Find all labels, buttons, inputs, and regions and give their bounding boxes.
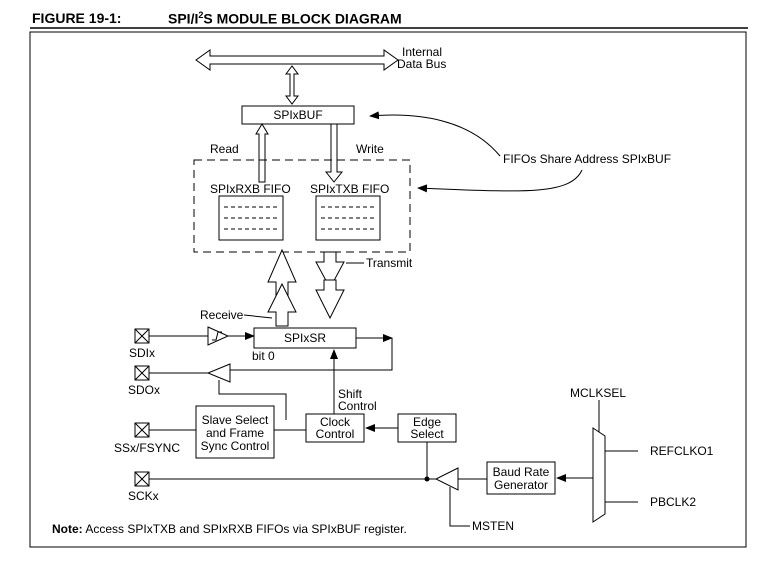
write-label: Write xyxy=(356,142,384,156)
share-arrow-top xyxy=(369,111,501,157)
spixbuf-block xyxy=(241,105,355,125)
write-arrow xyxy=(324,123,344,183)
figure-frame xyxy=(29,31,747,548)
slave-select-block xyxy=(195,405,275,459)
sdi-pin-icon xyxy=(134,328,150,344)
fifo-share-label: FIFOs Share Address SPIxBUF xyxy=(503,152,671,166)
refclko1-label: REFCLKO1 xyxy=(650,444,714,458)
clock-label-2: Control xyxy=(316,427,355,441)
slave-label-1: Slave Select xyxy=(202,413,269,427)
edge-label-1: Edge xyxy=(413,415,441,429)
edge-label-2: Select xyxy=(410,427,444,441)
sck-buffer-icon xyxy=(434,467,459,491)
rxb-fifo-block xyxy=(218,195,284,241)
figure-title: SPI/I2S MODULE BLOCK DIAGRAM xyxy=(168,10,402,27)
sck-junction xyxy=(424,476,430,482)
msten-wire xyxy=(449,487,470,527)
spixbuf-label: SPIxBUF xyxy=(273,108,322,122)
slave-label-2: and Frame xyxy=(206,426,264,440)
internal-data-bus xyxy=(195,49,399,71)
read-label: Read xyxy=(210,142,239,156)
sr-loop xyxy=(230,338,393,371)
shift-label-2: Control xyxy=(338,399,377,413)
sdo-pin-icon xyxy=(134,365,150,381)
sck-pin-icon xyxy=(134,471,150,487)
txb-fifo-block xyxy=(315,195,381,241)
spixsr-label: SPIxSR xyxy=(284,331,326,345)
receive-label: Receive xyxy=(200,308,244,322)
bit0-label: bit 0 xyxy=(252,349,275,363)
slave-label-3: Sync Control xyxy=(201,439,270,453)
receive-arrows xyxy=(267,248,297,327)
footnote: Note: Access SPIxTXB and SPIxRXB FIFOs v… xyxy=(52,522,407,536)
sck-label: SCKx xyxy=(128,489,159,503)
bus-label-2: Data Bus xyxy=(397,57,446,71)
transmit-arrows xyxy=(315,251,345,320)
clock-mux xyxy=(592,427,606,523)
rxb-fifo-label: SPIxRXB FIFO xyxy=(210,182,291,196)
bus-buf-link xyxy=(285,65,299,105)
sdo-buffer-icon xyxy=(206,363,231,383)
baud-rate-block xyxy=(486,461,556,495)
receive-leader xyxy=(243,314,273,319)
shift-label-1: Shift xyxy=(338,387,363,401)
txb-fifo-label: SPIxTXB FIFO xyxy=(310,182,389,196)
pbclk2-label: PBCLK2 xyxy=(650,495,696,509)
ss-pin-icon xyxy=(134,422,150,438)
read-arrow xyxy=(255,123,269,183)
mclksel-label: MCLKSEL xyxy=(570,386,626,400)
transmit-label: Transmit xyxy=(366,256,413,270)
share-arrow-bottom xyxy=(417,169,583,193)
sdo-label: SDOx xyxy=(128,383,160,397)
baud-label-2: Generator xyxy=(494,478,548,492)
figure-label: FIGURE 19-1: xyxy=(32,10,122,26)
sdi-buffer-icon xyxy=(207,326,230,346)
fifo-group xyxy=(193,159,411,253)
bus-label-1: Internal xyxy=(402,45,442,59)
sdo-enable-wire xyxy=(218,380,287,420)
clock-label-1: Clock xyxy=(320,415,351,429)
msten-label: MSTEN xyxy=(472,519,514,533)
baud-label-1: Baud Rate xyxy=(493,465,550,479)
sdi-label: SDIx xyxy=(129,346,155,360)
clock-control-block xyxy=(305,413,365,443)
ss-label: SSx/FSYNC xyxy=(114,441,180,455)
